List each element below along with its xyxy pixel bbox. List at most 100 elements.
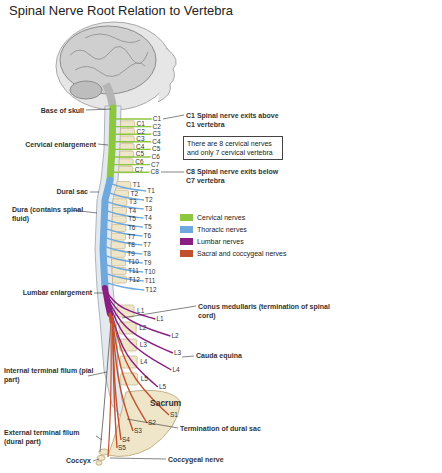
vertebra-label: C4: [136, 143, 144, 151]
thoracic-cord: [103, 180, 110, 288]
nerve-root: [106, 247, 142, 254]
cerebellum: [70, 81, 102, 99]
nerve-root: [112, 184, 146, 191]
nerve-label: C2: [153, 123, 161, 131]
nerve-label: S4: [122, 436, 130, 444]
coccyx-bone: [97, 455, 105, 460]
nerve-label: L1: [156, 315, 163, 323]
brain-gyri: [85, 34, 140, 43]
legend-swatch: [180, 214, 193, 221]
face-profile: [158, 48, 176, 102]
annotation-label: Conus medullaris (termination of spinal …: [198, 302, 333, 320]
annotation-label: Cauda equina: [196, 351, 242, 360]
nerve-label: T3: [145, 205, 153, 213]
note-text: There are 8 cervical nerves and only 7 c…: [187, 139, 279, 157]
nerve-label: T4: [144, 214, 152, 222]
vertebra-label: L4: [140, 358, 147, 366]
nerve-label: L4: [172, 366, 179, 374]
nerve-label: T11: [145, 277, 156, 285]
annotation-label: External terminal filum (dural part): [4, 428, 99, 446]
nerve-label: T2: [145, 196, 153, 204]
vertebra-label: C2: [136, 128, 144, 136]
lumbar-cord: [105, 288, 110, 314]
nerve-label: S5: [118, 444, 126, 452]
nerve-label: T12: [145, 286, 156, 294]
nerve-root: [109, 302, 172, 353]
brain-gyri: [75, 63, 145, 77]
vertebra-label: L3: [140, 341, 147, 349]
nerve-root: [110, 193, 144, 200]
annotation-label: C1 Spinal nerve exits above C1 vertebra: [186, 111, 286, 129]
vertebra-label: L5: [141, 375, 148, 383]
vertebra-label: L1: [137, 307, 144, 315]
annotation-label: Internal terminal filum (pial part): [4, 366, 102, 384]
vertebra-label: T8: [127, 241, 135, 249]
nerve-root: [115, 156, 151, 157]
nerve-root: [107, 229, 143, 236]
annotation-label: Base of skull: [41, 106, 84, 115]
annotation-label: Cervical enlargement: [25, 140, 96, 149]
annotation-label: Dura (contains spinal fluid): [12, 205, 97, 223]
vertebra-label: C5: [136, 150, 144, 158]
nerve-root: [114, 164, 150, 165]
legend-text: Lumbar nerves: [197, 237, 244, 246]
legend-text: Cervical nerves: [197, 213, 245, 222]
annotation-label: Dural sac: [56, 187, 88, 196]
nerve-root: [108, 202, 144, 209]
vertebra-label: T5: [128, 215, 136, 223]
nerve-label: C4: [152, 138, 160, 146]
vertebra-label: C1: [137, 120, 145, 128]
annotation-label: C8 Spinal nerve exits below C7 vertebra: [186, 167, 286, 185]
nerve-root: [106, 238, 142, 245]
leader-line: [182, 356, 194, 357]
vertebra-label: T12: [129, 276, 140, 284]
vertebra-label: T9: [127, 250, 135, 258]
leader-line: [90, 192, 99, 193]
annotation-label: Termination of dural sac: [180, 424, 261, 433]
nerve-label: C5: [152, 145, 160, 153]
nerve-root: [115, 141, 151, 142]
leader-line: [98, 144, 108, 145]
nerve-root: [116, 118, 152, 119]
note-box: There are 8 cervical nerves and only 7 c…: [183, 136, 283, 160]
nerve-label: T8: [143, 250, 151, 258]
vertebra-label: T4: [129, 207, 137, 215]
coccygeal-nerve-line: [108, 322, 111, 457]
leader-line: [96, 436, 102, 440]
leader-line: [163, 115, 184, 119]
nerve-label: S1: [170, 411, 178, 419]
nerve-label: S3: [134, 427, 142, 435]
nerve-label: C8: [151, 168, 159, 176]
nerve-root: [114, 171, 150, 172]
legend-swatch: [180, 238, 193, 245]
legend-row: Sacral and coccygeal nerves: [180, 249, 287, 258]
vertebra-label: C6: [135, 158, 143, 166]
legend-text: Sacral and coccygeal nerves: [197, 249, 287, 258]
legend-row: Thoracic nerves: [180, 225, 247, 234]
vertebra-label: C7: [135, 166, 143, 174]
vertebra-label: T6: [128, 224, 136, 232]
legend-row: Cervical nerves: [180, 213, 245, 222]
annotation-label: Coccygeal nerve: [168, 455, 224, 464]
leader-line: [127, 419, 178, 428]
legend-row: Lumbar nerves: [180, 237, 244, 246]
nerve-root: [116, 126, 152, 127]
nerve-root: [115, 149, 151, 150]
brain-gyri: [70, 46, 148, 63]
nerve-label: C3: [152, 130, 160, 138]
vertebra-label: T2: [131, 190, 139, 198]
leader-line: [110, 458, 166, 459]
nerve-label: C6: [152, 153, 160, 161]
nerve-label: T1: [147, 187, 155, 195]
vertebra-label: T11: [128, 267, 139, 275]
conus-medullaris: [110, 314, 111, 322]
leader-line: [93, 459, 99, 461]
legend-swatch: [180, 250, 193, 257]
nerve-label: L2: [171, 332, 178, 340]
nerve-root: [107, 220, 143, 227]
vertebra-label: C3: [136, 135, 144, 143]
legend-text: Thoracic nerves: [197, 225, 247, 234]
nerve-label: L3: [174, 349, 181, 357]
